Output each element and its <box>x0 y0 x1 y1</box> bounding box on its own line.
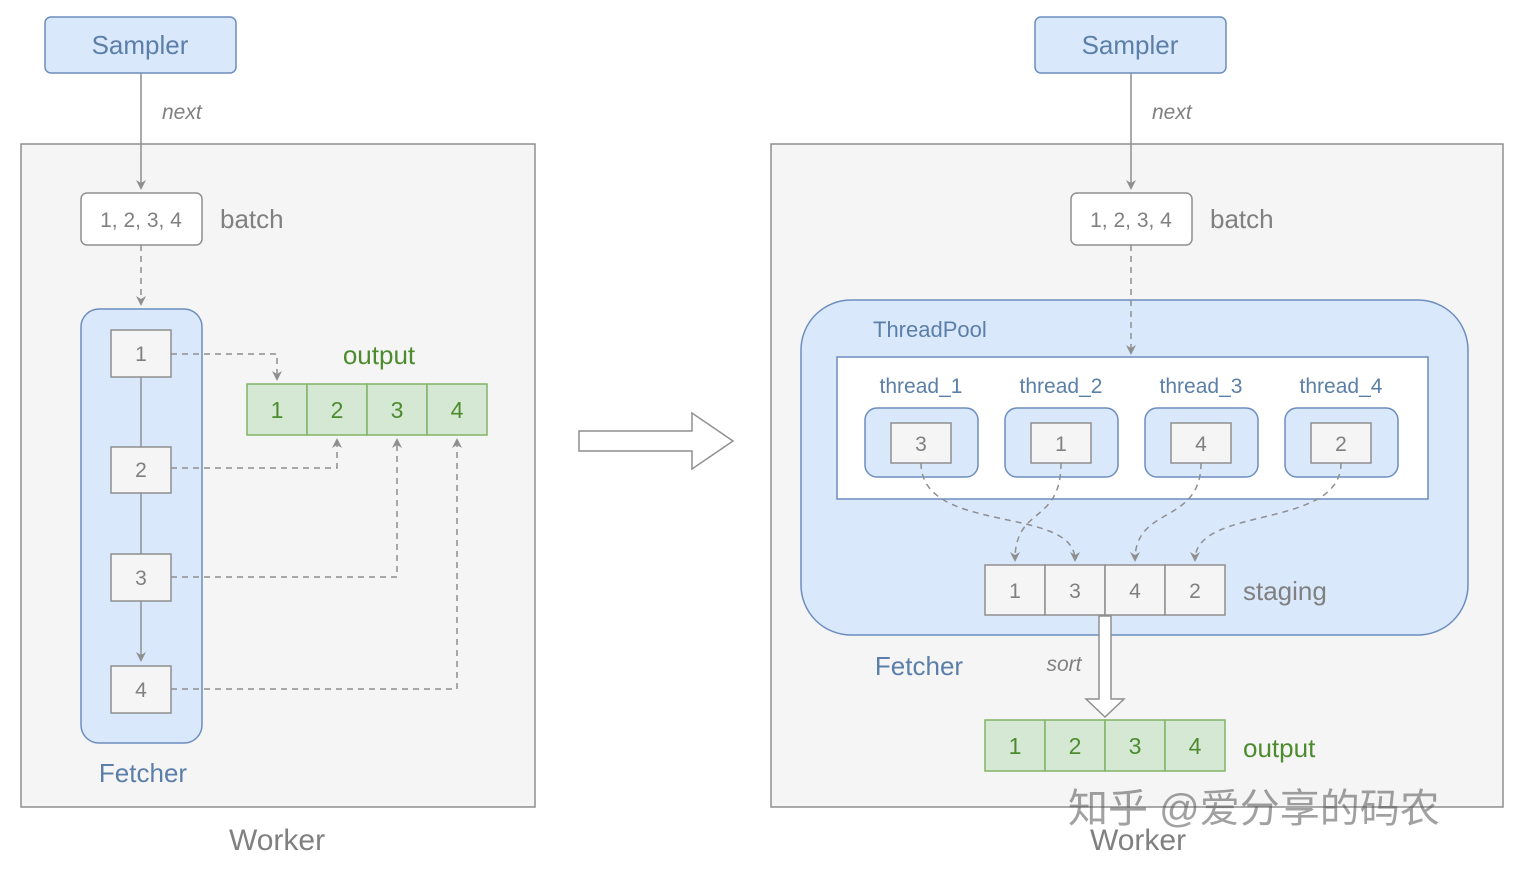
sort-arrow-icon <box>1084 615 1126 719</box>
thread-3-label: thread_3 <box>1160 375 1243 398</box>
staging-cell-4 <box>1164 564 1226 616</box>
thread-2-route <box>1010 462 1062 562</box>
right-output-cell-1 <box>984 719 1046 772</box>
left-output-label: output <box>343 340 416 370</box>
left-output-cell-4 <box>426 383 488 436</box>
thread-3-item <box>1170 422 1232 464</box>
right-output-label: output <box>1243 733 1316 763</box>
thread-4-label: thread_4 <box>1300 375 1383 398</box>
right-output-cell-3-label: 3 <box>1129 733 1142 759</box>
left-fetch-item-1 <box>110 329 172 378</box>
left-route-item-4 <box>171 438 462 690</box>
right-diagram: Sampler next 1, 2, 3, 4 batch ThreadPool… <box>770 16 1504 857</box>
thread-2-label: thread_2 <box>1020 375 1103 398</box>
left-fetch-item-2-label: 2 <box>135 459 147 482</box>
right-output-cell-3 <box>1104 719 1166 772</box>
left-output-cell-4-label: 4 <box>451 397 464 423</box>
right-output-cell-4 <box>1164 719 1226 772</box>
right-output-cell-1-label: 1 <box>1009 733 1022 759</box>
right-output-cell-2-label: 2 <box>1069 733 1082 759</box>
left-output-cell-2-label: 2 <box>331 397 344 423</box>
left-next-label: next <box>162 101 203 124</box>
left-diagram: Sampler next 1, 2, 3, 4 batch 1 2 3 4 ou… <box>20 16 536 857</box>
thread-2-item <box>1030 422 1092 464</box>
left-fetch-item-4-label: 4 <box>135 679 147 702</box>
right-batch-label: batch <box>1210 204 1274 234</box>
thread-2-value: 1 <box>1055 433 1067 456</box>
left-route-item-2 <box>171 438 342 469</box>
right-sampler-label: Sampler <box>1082 30 1179 60</box>
staging-cell-2 <box>1044 564 1106 616</box>
left-output-cell-1-label: 1 <box>271 397 284 423</box>
left-fetch-item-1-label: 1 <box>135 343 147 366</box>
left-worker-label: Worker <box>229 824 325 857</box>
transition-arrow-icon <box>578 411 735 471</box>
right-output-cell-4-label: 4 <box>1189 733 1202 759</box>
right-fetcher-label: Fetcher <box>875 651 963 681</box>
staging-label: staging <box>1243 576 1327 606</box>
threadpool-label: ThreadPool <box>873 317 987 342</box>
left-sampler-label: Sampler <box>92 30 189 60</box>
sort-label: sort <box>1046 653 1082 676</box>
thread-4-route <box>1190 462 1342 562</box>
left-fetcher-label: Fetcher <box>99 758 187 788</box>
thread-1-label: thread_1 <box>880 375 963 398</box>
left-fetch-item-2 <box>110 446 172 494</box>
thread-3-value: 4 <box>1195 433 1207 456</box>
left-output-cell-1 <box>246 383 308 436</box>
left-output-cell-3 <box>366 383 428 436</box>
left-fetch-item-3-label: 3 <box>135 567 147 590</box>
staging-cell-2-label: 3 <box>1069 580 1081 603</box>
right-next-label: next <box>1152 101 1193 124</box>
watermark-text: 知乎 @爱分享的码农 <box>1068 787 1440 831</box>
right-worker-label: Worker <box>1090 824 1186 857</box>
left-output-cell-3-label: 3 <box>391 397 404 423</box>
left-batch-label: batch <box>220 204 284 234</box>
staging-cell-3-label: 4 <box>1129 580 1141 603</box>
left-fetch-item-3 <box>110 553 172 602</box>
staging-cell-1-label: 1 <box>1009 580 1021 603</box>
staging-cell-3 <box>1104 564 1166 616</box>
left-route-item-3 <box>171 438 402 578</box>
staging-cell-4-label: 2 <box>1189 580 1201 603</box>
thread-1-value: 3 <box>915 433 927 456</box>
thread-1-route <box>920 462 1080 562</box>
left-batch-values: 1, 2, 3, 4 <box>100 209 182 232</box>
left-route-item-1 <box>171 353 282 381</box>
thread-4-value: 2 <box>1335 433 1347 456</box>
left-fetch-item-4 <box>110 665 172 714</box>
right-batch-values: 1, 2, 3, 4 <box>1090 209 1172 232</box>
